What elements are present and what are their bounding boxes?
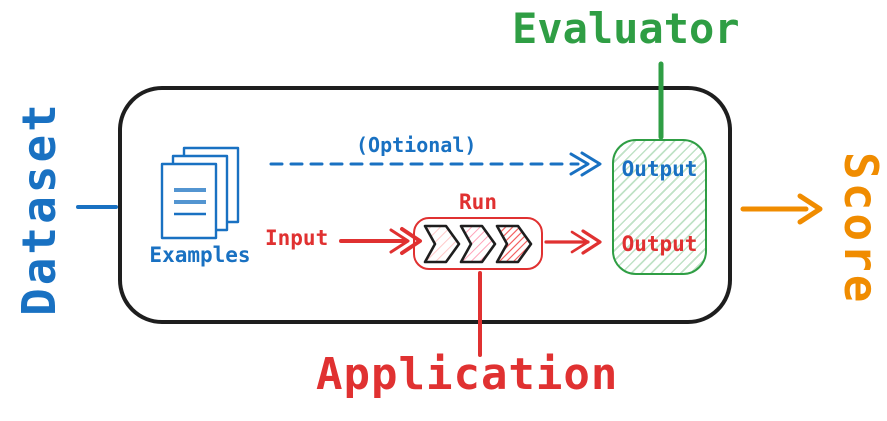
- system-boundary-box: [118, 86, 732, 324]
- score-label: Score: [834, 152, 887, 306]
- chevron-step-2: [459, 224, 497, 263]
- input-label: Input: [265, 226, 329, 250]
- evaluator-output-label: Output: [621, 157, 698, 181]
- doc-text-lines: [174, 188, 206, 216]
- dataset-label: Dataset: [12, 101, 66, 316]
- score-arrow: [740, 193, 823, 225]
- optional-label: (Optional): [356, 133, 477, 157]
- chevron-step-3: [495, 224, 533, 263]
- application-output-label: Output: [621, 231, 698, 256]
- run-label: Run: [459, 190, 497, 214]
- examples-label: Examples: [149, 243, 251, 267]
- examples-documents-icon: [156, 138, 248, 242]
- application-label: Application: [316, 349, 619, 400]
- chevron-pipeline-icon: [423, 224, 533, 263]
- evaluator-output-box: Output Output: [612, 139, 707, 275]
- chevron-step-1: [423, 224, 461, 263]
- run-box: [413, 217, 543, 270]
- evaluator-label: Evaluator: [512, 4, 740, 53]
